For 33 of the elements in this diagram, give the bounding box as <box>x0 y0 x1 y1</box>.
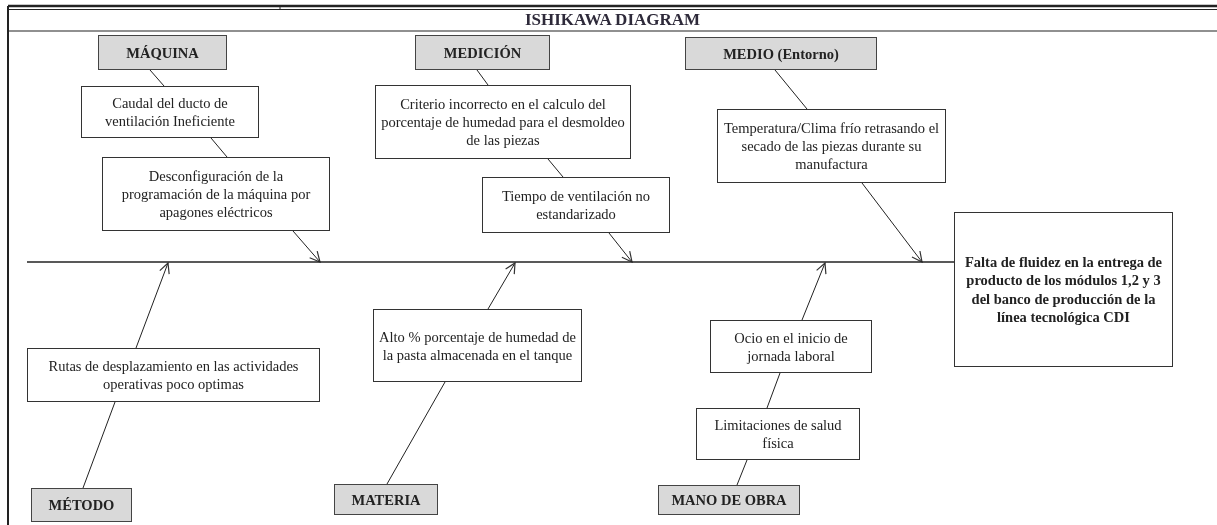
bone-line <box>386 381 446 485</box>
bone-line <box>547 158 564 178</box>
cause-box: Criterio incorrecto en el calculo del porcentaje de humedad para el desmoldeo de las piezas <box>375 85 631 159</box>
arrow <box>487 262 516 310</box>
category-box: MEDICIÓN <box>415 35 550 70</box>
bone-line <box>736 459 748 486</box>
arrow <box>861 182 923 263</box>
cause-box: Desconfiguración de la programación de la máquina por apagones eléctricos <box>102 157 330 231</box>
spine-line <box>26 261 955 263</box>
arrow <box>292 230 321 263</box>
bone-line <box>476 69 489 86</box>
arrow <box>135 262 170 349</box>
diagram-title: ISHIKAWA DIAGRAM <box>523 9 702 31</box>
bone-line <box>82 401 116 489</box>
category-box: MEDIO (Entorno) <box>685 37 877 70</box>
bone-line <box>774 69 808 110</box>
category-box: MATERIA <box>334 484 438 515</box>
cause-box: Ocio en el inicio de jornada laboral <box>710 320 872 373</box>
effect-box: Falta de fluidez en la entrega de producto de los módulos 1,2 y 3 del banco de producción de la línea tecnológica CDI <box>954 212 1173 367</box>
arrow <box>608 232 633 263</box>
category-box: MÁQUINA <box>98 35 227 70</box>
arrow <box>801 262 827 321</box>
cause-box: Caudal del ducto de ventilación Ineficiente <box>81 86 259 138</box>
category-box: MANO DE OBRA <box>658 485 800 515</box>
bone-line <box>149 69 165 87</box>
bone-line <box>766 372 781 409</box>
cause-box: Limitaciones de salud física <box>696 408 860 460</box>
cause-box: Rutas de desplazamiento en las actividades operativas poco optimas <box>27 348 320 402</box>
category-box: MÉTODO <box>31 488 132 522</box>
cause-box: Alto % porcentaje de humedad de la pasta almacenada en el tanque <box>373 309 582 382</box>
bone-line <box>210 137 228 158</box>
cause-box: Temperatura/Clima frío retrasando el secado de las piezas durante su manufactura <box>717 109 946 183</box>
cause-box: Tiempo de ventilación no estandarizado <box>482 177 670 233</box>
